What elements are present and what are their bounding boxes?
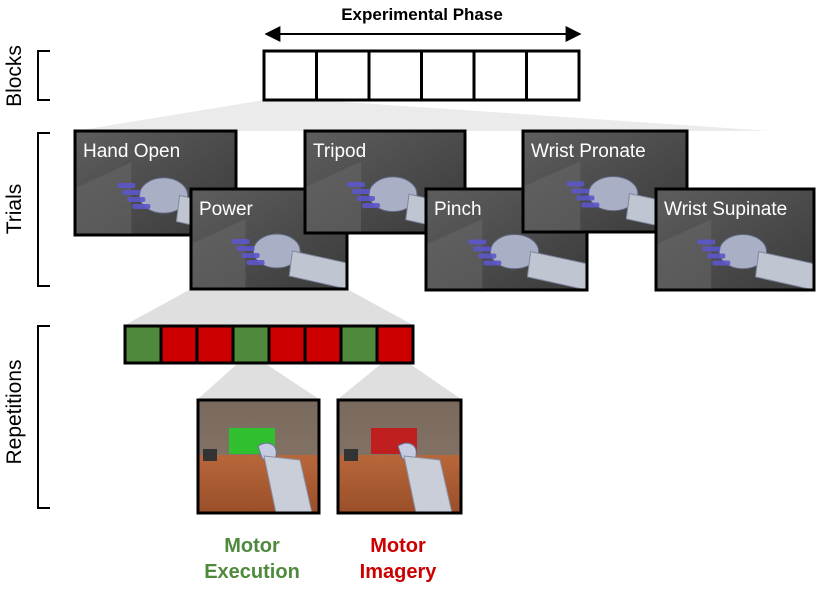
block-cell (315, 49, 371, 102)
prosthetic-hand-icon (252, 233, 301, 269)
trial-hand-open: Hand Open (73, 129, 238, 237)
repetition-cell-imagery (267, 324, 307, 365)
zoom-wedge-blocks-to-trials (75, 100, 770, 131)
repetition-cell-imagery (375, 324, 415, 365)
level-label-repetitions: Repetitions (3, 359, 26, 464)
repetition-cell-imagery (303, 324, 343, 365)
imagery-scene (336, 398, 463, 515)
prosthetic-hand-icon (588, 175, 639, 212)
trial-label: Tripod (313, 141, 366, 162)
prosthetic-hand-icon (718, 233, 768, 270)
trial-label: Wrist Supinate (664, 199, 787, 220)
trial-power: Power (189, 187, 349, 291)
trial-label: Pinch (434, 199, 482, 220)
zoom-wedge-rep-to-execution (198, 364, 319, 399)
zoom-wedge-rep-to-imagery (338, 364, 461, 399)
repetition-cell-execution (339, 324, 379, 365)
level-label-blocks: Blocks (3, 45, 26, 107)
prosthetic-hand-icon (368, 176, 418, 213)
prosthetic-hand-icon (489, 233, 540, 270)
repetition-cell-execution (231, 324, 271, 365)
block-cell (472, 49, 528, 102)
legend-imagery-line2: Imagery (360, 561, 438, 583)
execution-scene (196, 398, 321, 515)
bracket-trials (37, 132, 50, 287)
block-cell (525, 49, 581, 102)
repetition-cell-imagery (195, 324, 235, 365)
block-cell (420, 49, 476, 102)
legend-execution-line1: Motor (224, 535, 280, 557)
trial-label: Wrist Pronate (531, 141, 646, 162)
zoom-wedge-trial-to-reps (125, 289, 413, 325)
phase-label: Experimental Phase (341, 5, 503, 24)
prosthetic-hand-icon (138, 177, 189, 214)
block-cell (367, 49, 423, 102)
block-cell (262, 49, 318, 102)
trial-label: Power (199, 199, 254, 220)
repetition-cell-execution (123, 324, 163, 365)
legend-execution-line2: Execution (204, 561, 300, 583)
repetition-cell-imagery (159, 324, 199, 365)
blocks-row (262, 49, 581, 102)
trial-wrist-supinate: Wrist Supinate (654, 187, 816, 292)
level-label-trials: Trials (3, 184, 26, 235)
bracket-blocks (37, 50, 50, 101)
bracket-repetitions (37, 325, 50, 509)
repetitions-row (123, 324, 415, 365)
legend-imagery-line1: Motor (370, 535, 426, 557)
trial-label: Hand Open (83, 141, 180, 162)
